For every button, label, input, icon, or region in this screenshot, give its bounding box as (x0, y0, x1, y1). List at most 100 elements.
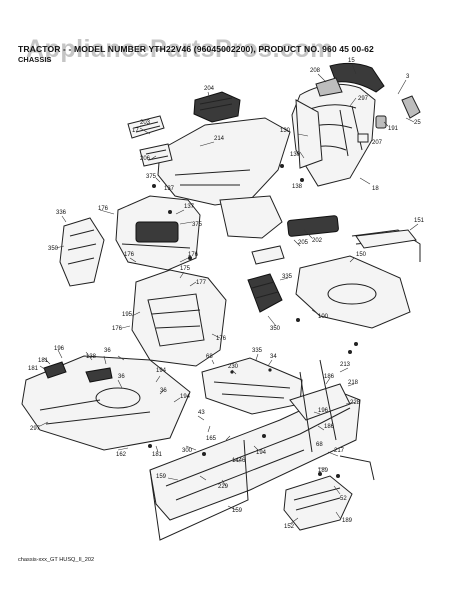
callout-label: 25 (414, 120, 421, 126)
callout-label: 208 (310, 68, 321, 74)
callout-label: 36 (160, 388, 167, 394)
callout-label: 189 (342, 518, 353, 524)
callout-label: 100 (318, 314, 329, 320)
callout-label: 214 (214, 136, 225, 142)
callout-label: 194 (156, 368, 167, 374)
callout-label: 1446 (232, 458, 246, 464)
frame-rail-lower (149, 439, 249, 541)
diagram-header: TRACTOR - - MODEL NUMBER YTH22V46 (96045… (18, 44, 458, 64)
callout-label: 165 (206, 436, 217, 442)
fender-assembly (131, 269, 227, 367)
callout-label: 36 (104, 348, 111, 354)
callout-label: 130 (290, 152, 301, 158)
headlight-parts (357, 95, 421, 143)
callout-label: 186 (324, 424, 335, 430)
chassis-frame (149, 359, 361, 521)
callout-label: 181 (152, 452, 163, 458)
callout-label: 350 (48, 246, 59, 252)
side-rail-right (351, 229, 421, 262)
callout-label: 186 (324, 374, 335, 380)
callout-label: 206 (140, 156, 151, 162)
bracket-right (339, 455, 375, 481)
floor-pan (295, 255, 411, 329)
callout-label: 204 (204, 86, 215, 92)
callout-label: 205 (298, 240, 309, 246)
page-subtitle: CHASSIS (18, 55, 52, 64)
callout-label: 152 (284, 524, 295, 530)
callout-label: 68 (206, 354, 213, 360)
leader-lines (39, 63, 419, 525)
callout-label: 213 (340, 362, 351, 368)
callout-label: 196 (318, 408, 329, 414)
callout-label: 350 (270, 326, 281, 332)
callout-label: 375 (146, 174, 157, 180)
callout-label: 34 (270, 354, 277, 360)
hood-badge-strip (315, 62, 385, 97)
callout-label: 176 (188, 252, 199, 258)
callout-label: 176 (112, 326, 123, 332)
page-title: TRACTOR - - MODEL NUMBER YTH22V46 (96045… (18, 44, 374, 54)
callout-label: 194 (256, 450, 267, 456)
callout-label: 228 (350, 400, 361, 406)
callout-label: 150 (356, 252, 367, 258)
dash-console (115, 195, 283, 271)
callout-label: 175 (180, 266, 191, 272)
callout-label: 181 (38, 358, 49, 364)
callout-label: 17 (132, 128, 139, 134)
callout-label: 177 (196, 280, 207, 286)
callout-label: 230 (228, 364, 239, 370)
steering-bracket (201, 357, 303, 415)
callout-label: 52 (340, 496, 347, 502)
callout-label: 217 (334, 448, 345, 454)
callout-label: 162 (116, 452, 127, 458)
callout-label: 18 (372, 186, 379, 192)
callout-label: 189 (318, 468, 329, 474)
hardware-fasteners (148, 164, 358, 478)
callout-label: 196 (54, 346, 65, 352)
callout-label: 229 (218, 484, 229, 490)
callout-label: 176 (98, 206, 109, 212)
grille-insert (287, 215, 339, 237)
callout-labels: 15 208 3 297 204 203 17 130 25 191 207 2… (28, 58, 425, 530)
callout-label: 43 (198, 410, 205, 416)
callout-label: 203 (140, 120, 151, 126)
callout-label: 202 (312, 238, 323, 244)
footrest-deck (21, 355, 191, 451)
hood-top (157, 91, 291, 206)
callout-label: 191 (388, 126, 399, 132)
callout-label: 375 (192, 222, 203, 228)
callout-label: 300 (182, 448, 193, 454)
air-vent-parts (127, 115, 173, 167)
callout-label: 36 (118, 374, 125, 380)
callout-label: 137 (184, 204, 195, 210)
callout-label: 138 (86, 354, 97, 360)
callout-label: 176 (216, 336, 227, 342)
callout-label: 194 (180, 394, 191, 400)
callout-label: 181 (28, 366, 39, 372)
callout-label: 218 (348, 380, 359, 386)
foot-pad (283, 475, 353, 531)
callout-label: 3 (406, 74, 410, 80)
callout-label: 130 (280, 128, 291, 134)
callout-label: 297 (358, 96, 369, 102)
callout-label: 207 (372, 140, 383, 146)
callout-label: 159 (156, 474, 167, 480)
callout-label: 335 (252, 348, 263, 354)
callout-label: 151 (414, 218, 425, 224)
diagram-footer: chassis-xxx_GT HUSQ_II_202 (18, 557, 95, 563)
callout-label: 137 (164, 186, 175, 192)
callout-label: 335 (282, 274, 293, 280)
callout-label: 336 (56, 210, 67, 216)
callout-label: 68 (316, 442, 323, 448)
step-plate (247, 273, 283, 313)
callout-label: 15 (348, 58, 355, 64)
callout-label: 297 (30, 426, 41, 432)
callout-label: 159 (232, 508, 243, 514)
callout-label: 195 (122, 312, 133, 318)
side-grille (251, 245, 285, 265)
hood-front-assembly (291, 83, 376, 187)
callout-label: 176 (124, 252, 135, 258)
callout-label: 138 (292, 184, 303, 190)
side-panel-left (59, 217, 105, 287)
